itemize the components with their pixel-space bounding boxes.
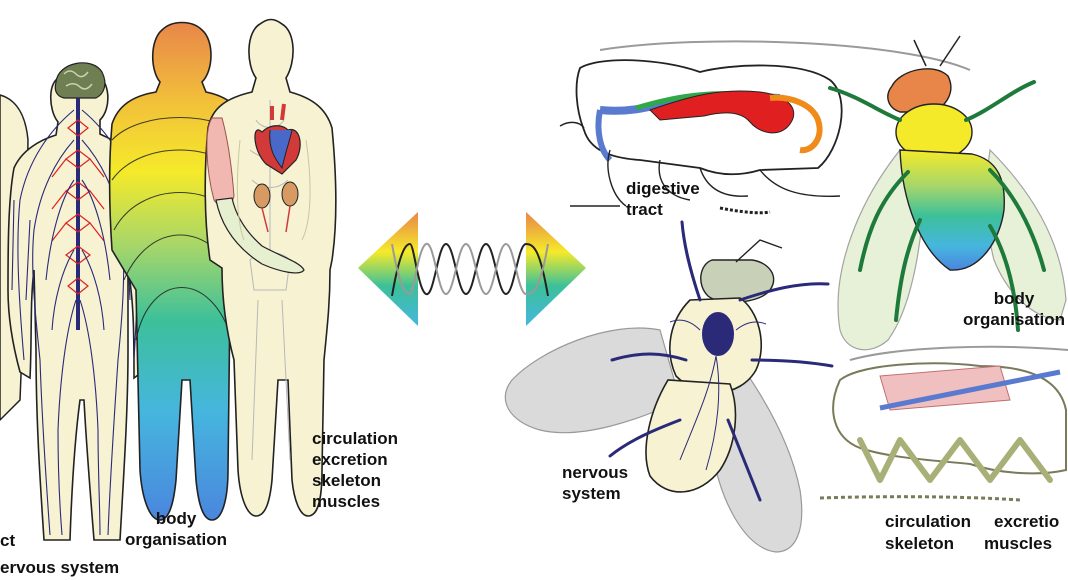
label-body-organisation-fly: body organisation xyxy=(962,289,1065,329)
kidneys xyxy=(253,181,299,233)
label-nervous-system-human: ervous system xyxy=(0,558,120,577)
fly-body-organisation xyxy=(828,35,1067,351)
arrow-right-icon xyxy=(526,212,586,326)
human-organ-figure xyxy=(204,18,337,517)
label-nervous-system-fly: nervous system xyxy=(562,463,629,503)
label-muscles-fly: muscles xyxy=(984,534,1053,553)
homology-double-arrow xyxy=(358,212,586,326)
label-body-organisation-human: body organisation xyxy=(124,509,227,549)
fly-nervous-system xyxy=(504,220,834,553)
arrow-left-icon xyxy=(358,212,418,326)
label-skeleton-fly: skeleton xyxy=(885,534,954,553)
brain xyxy=(54,62,106,99)
label-excretion-fly: excretio xyxy=(994,512,1060,531)
fly-heart-tube xyxy=(879,369,1061,411)
dna-helix-icon xyxy=(391,242,549,297)
fly-circulation-skeleton xyxy=(819,345,1068,502)
heart xyxy=(254,103,301,175)
gut-red xyxy=(649,90,795,134)
fly-digestive-tract xyxy=(559,40,971,215)
label-digestive-tract: digestive tract xyxy=(626,179,700,219)
label-tract-fragment: ct xyxy=(0,531,16,550)
label-circulation-group-human: circulation excretion skeleton muscles xyxy=(312,429,398,511)
forearm xyxy=(215,197,305,274)
label-circulation-fly: circulation xyxy=(885,512,971,531)
